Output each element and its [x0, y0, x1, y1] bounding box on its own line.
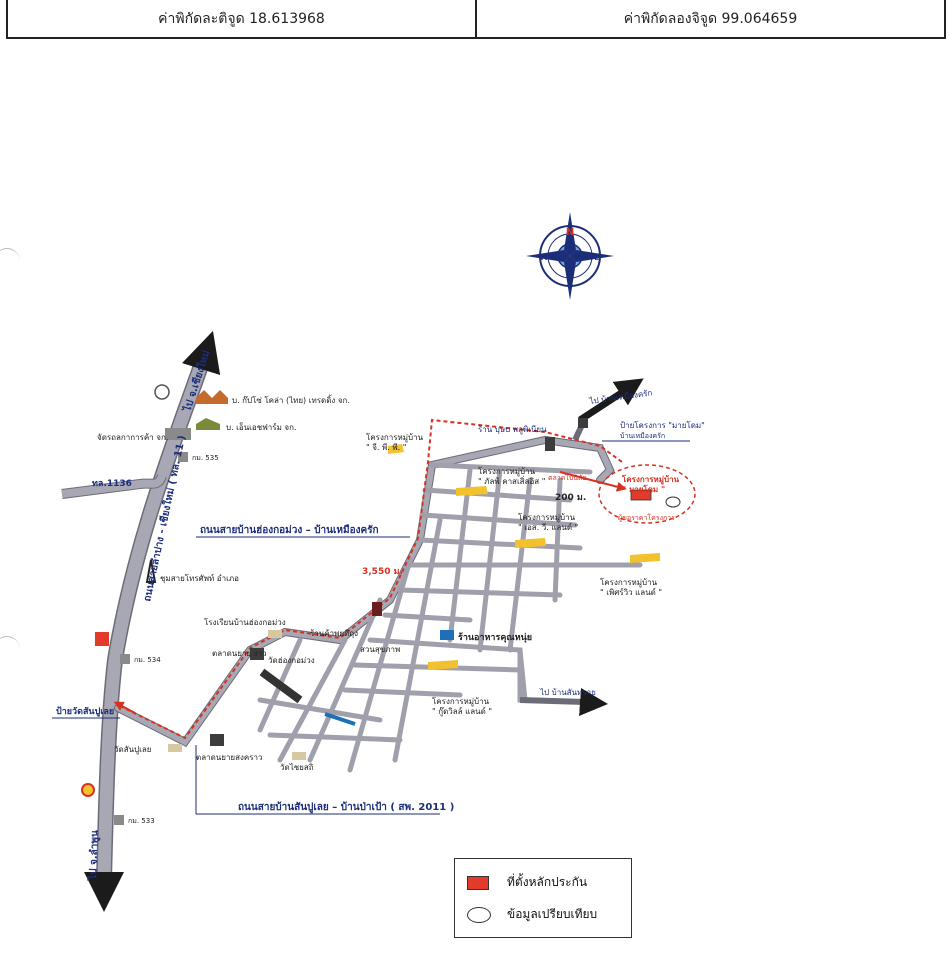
- shop-ban-label: ร้าน บุษบ พลูพิเนียน: [478, 425, 547, 435]
- label-line: โครงการหมู่บ้าน: [432, 696, 490, 707]
- wat-songkok-label: วัดฮ่องกอม่วง: [268, 656, 315, 665]
- legend-comparison-label: ข้อมูลเปรียบเทียบ: [507, 907, 598, 921]
- comparison-swatch: [467, 906, 491, 923]
- company-2-label: บ. เอ็นเอชฟาร์ม จก.: [226, 422, 296, 432]
- village-green-label: โครงการหมู่บ้าน" เพิศร์วิว แลนด์ ": [600, 577, 662, 597]
- label-line: โครงการหมู่บ้าน: [478, 466, 536, 477]
- label-line: " เพิศร์วิว แลนด์ ": [600, 587, 662, 597]
- label-line: " มายโดม ": [622, 484, 665, 494]
- label-line: โครงการหมู่บ้าน: [518, 512, 576, 523]
- legend-row-comparison: ข้อมูลเปรียบเทียบ: [467, 905, 597, 924]
- project-sign-label: ป้ายโครงการ "มายโดม": [620, 420, 705, 430]
- school-label: โรงเรียนบ้านฮ่องกอม่วง: [204, 617, 286, 627]
- road-1136-label: ทล.1136: [92, 479, 132, 489]
- town-grid: [257, 462, 643, 773]
- wat-sanpuloei-label: วัดสันปูเลย: [114, 745, 151, 755]
- compass-w: W: [540, 253, 549, 263]
- collateral-swatch: [467, 875, 489, 890]
- distance-3550: 3,550 ม.: [362, 567, 403, 577]
- project-sub-label: ผู้ขอราคาโครงการ: [618, 513, 675, 522]
- arrow-north: [578, 378, 644, 423]
- label-line: " เอส. วี. แลนด์ ": [518, 522, 578, 532]
- road-songkok-label: ถนนสายบ้านฮ่องกอม่วง – บ้านเหมืองครัก: [200, 524, 379, 536]
- restaurant-label: ร้านอาหารคุณหนุ่ย: [458, 632, 532, 643]
- to-lamphun-label: ไป จ.ลำพูน: [86, 830, 102, 881]
- km534-label: กม. 534: [134, 656, 161, 664]
- warehouse-label: จัดรถลกาการค้า จก.: [97, 433, 168, 442]
- latitude-label: ค่าพิกัดละติจูด 18.613968: [158, 10, 325, 27]
- label-line: " กู๊ดวิลล์ แลนด์ ": [432, 706, 492, 717]
- tower-label: ชุมสายโทรศัพท์ อำเภอ: [160, 573, 239, 583]
- compass-n: N: [566, 227, 574, 238]
- km535-label: กม. 535: [192, 454, 219, 462]
- legend-collateral-label: ที่ตั้งหลักประกัน: [507, 875, 588, 889]
- route-arrow-2: [559, 471, 627, 492]
- market-1-label: ตลาดนยาย งาว: [212, 649, 267, 658]
- wat-chaiyo-label: วัดไชยสถิ: [280, 763, 314, 772]
- label-line: " ภัลพ้ คาสเสิ่ลอิส ": [478, 475, 545, 486]
- highway-11: [84, 330, 221, 912]
- subject-site-ring: [598, 464, 696, 524]
- road-1136: [61, 474, 166, 498]
- km533-label: กม. 533: [128, 817, 155, 825]
- label-line: " จี. พี. พี. ": [366, 443, 406, 452]
- compass-rose: N S E W: [526, 212, 614, 300]
- label-line: โครงการหมู่บ้าน: [600, 577, 658, 588]
- legend-row-collateral: ที่ตั้งหลักประกัน: [467, 873, 587, 892]
- road-to-east: [519, 697, 586, 705]
- route-arrow: [113, 701, 136, 714]
- comparison-marker: [665, 496, 681, 508]
- coordinate-bar: ค่าพิกัดละติจูด 18.613968 ค่าพิกัดลองจิจ…: [6, 0, 946, 39]
- to-nongphueng-label: ตลาดไปนิสัย: [548, 473, 586, 482]
- collateral-marker: [630, 489, 652, 501]
- village-dcity-label: โครงการหมู่บ้าน" เอส. วี. แลนด์ ": [518, 512, 578, 532]
- arrow-east: [579, 688, 608, 716]
- compass-s: S: [567, 278, 573, 288]
- longitude-label: ค่าพิกัดลองจิจูด 99.064659: [475, 0, 944, 37]
- market-2-label: ตลาดนยายสงคราว: [196, 753, 263, 762]
- sign-wat-label: ป้ายวัดสันปูเลย: [56, 706, 114, 717]
- route-path: [119, 418, 623, 740]
- compass-e: E: [594, 253, 600, 263]
- landmarks: [81, 384, 660, 825]
- road-sanpuloei-label: ถนนสายบ้านสันปูเลย – บ้านป่าเป้า ( สพ. 2…: [238, 801, 454, 814]
- project-sign-2-label: บ้านเหมืองครัก: [620, 432, 665, 440]
- village-kasem-label: โครงการหมู่บ้าน" ภัลพ้ คาสเสิ่ลอิส ": [478, 466, 545, 486]
- to-east-label: ไป บ้านสันทราย: [539, 688, 596, 697]
- project-main-label: โครงการหมู่บ้าน" มายโดม ": [621, 474, 680, 494]
- village-jpp-label: โครงการหมู่บ้าน" จี. พี. พี. ": [366, 432, 424, 452]
- label-line: โครงการหมู่บ้าน: [366, 432, 424, 443]
- village-south-label: โครงการหมู่บ้าน" กู๊ดวิลล์ แลนด์ ": [432, 696, 492, 717]
- shop-khanomchin-label: ร้านค้าพยดีถุง: [310, 629, 358, 638]
- punch-hole: [0, 248, 20, 275]
- company-1-label: บ. ก๊ปโซ่ โคล่า (ไทย) เทรดดิ้ง จก.: [232, 394, 350, 405]
- distance-200: 200 ม.: [555, 493, 586, 503]
- label-line: โครงการหมู่บ้าน: [621, 474, 680, 485]
- park-label: สวนสุขภาพ: [360, 645, 400, 654]
- punch-hole: [0, 636, 20, 663]
- map-legend: ที่ตั้งหลักประกัน ข้อมูลเปรียบเทียบ: [454, 858, 632, 938]
